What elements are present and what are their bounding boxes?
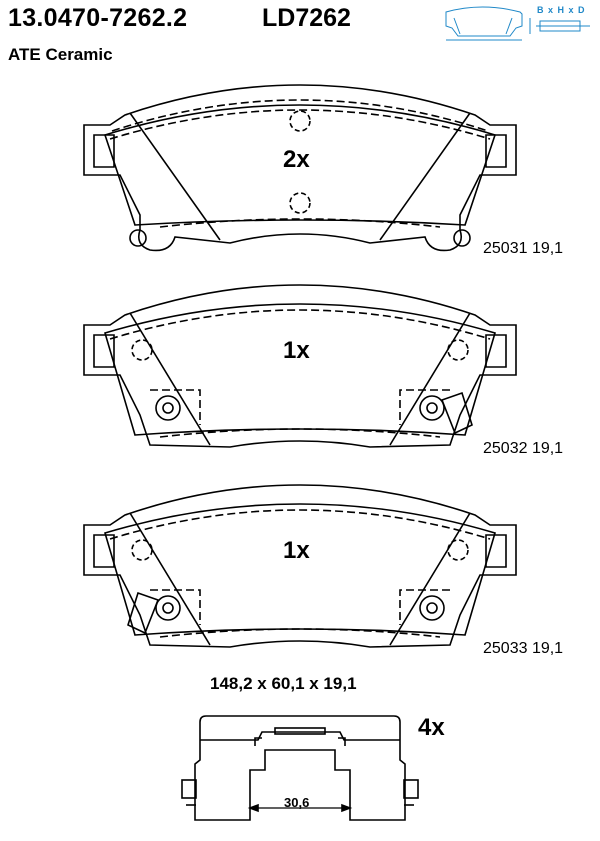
header: 13.0470-7262.2 LD7262 [0, 0, 600, 40]
brake-pad-drawing-2 [83, 284, 517, 448]
brand-label: ATE Ceramic [8, 45, 113, 64]
pad-code-1: 25031 19,1 [483, 240, 564, 257]
brake-pad-drawing-3 [83, 484, 517, 648]
clip-width-label: 30,6 [284, 795, 310, 810]
dimension-legend: B x H x D [537, 5, 586, 15]
pad-quantity-3: 1x [283, 537, 310, 564]
dimension-thumbnail-icon [445, 6, 590, 41]
reference-number: LD7262 [262, 4, 351, 32]
retaining-clip-drawing [181, 715, 419, 821]
clip-quantity: 4x [418, 714, 445, 741]
pad-code-2: 25032 19,1 [483, 440, 564, 457]
pad-quantity-1: 2x [283, 146, 310, 173]
part-number: 13.0470-7262.2 [8, 4, 188, 32]
pad-code-3: 25033 19,1 [483, 640, 564, 657]
brake-pad-drawing-1 [83, 84, 517, 252]
pad-dimensions: 148,2 x 60,1 x 19,1 [210, 674, 357, 693]
pad-quantity-2: 1x [283, 337, 310, 364]
